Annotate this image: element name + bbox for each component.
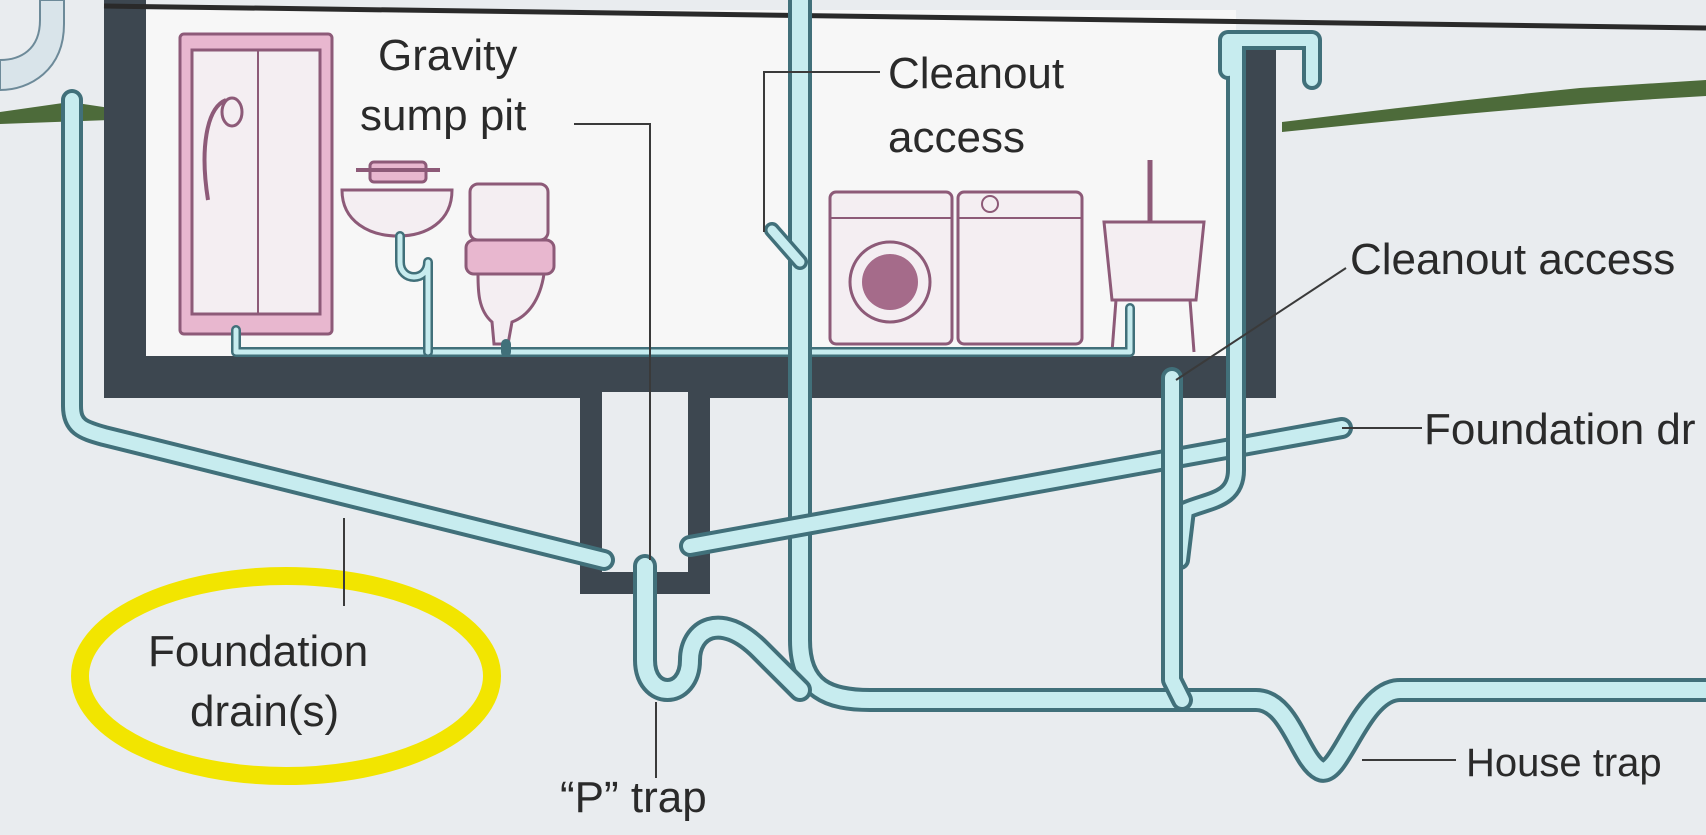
shower-stall-icon xyxy=(178,32,334,336)
label-sump-pit: sump pit xyxy=(360,91,526,140)
washing-machine-icon xyxy=(828,190,954,346)
leader-sump-pit xyxy=(574,123,651,560)
laundry-sink-icon xyxy=(1102,160,1206,353)
sump-pit-interior xyxy=(602,392,688,572)
grass-right xyxy=(1282,80,1706,132)
label-cleanout-right: Cleanout access xyxy=(1350,235,1675,284)
dryer-icon xyxy=(956,190,1084,346)
toilet-icon xyxy=(464,182,556,346)
label-cleanout-top-2: access xyxy=(888,113,1025,162)
foundation-wall-left xyxy=(104,0,146,396)
leader-cleanout-right xyxy=(1175,267,1347,381)
ground-floor-line xyxy=(103,3,1706,31)
leader-cleanout-top xyxy=(763,71,880,232)
label-foundation-drains-1: Foundation xyxy=(148,627,368,676)
label-p-trap: “P” trap xyxy=(560,773,707,822)
highlight-circle xyxy=(71,567,501,785)
label-house-trap: House trap xyxy=(1466,741,1662,785)
label-cleanout-top-1: Cleanout xyxy=(888,49,1064,98)
label-foundation-drains-2: drain(s) xyxy=(190,687,339,736)
downspout-icon xyxy=(0,0,65,92)
grass-left xyxy=(0,102,110,124)
label-gravity: Gravity xyxy=(378,31,517,80)
sump-pit-wall xyxy=(580,390,710,594)
label-foundation-drain-right: Foundation dr xyxy=(1424,405,1696,454)
